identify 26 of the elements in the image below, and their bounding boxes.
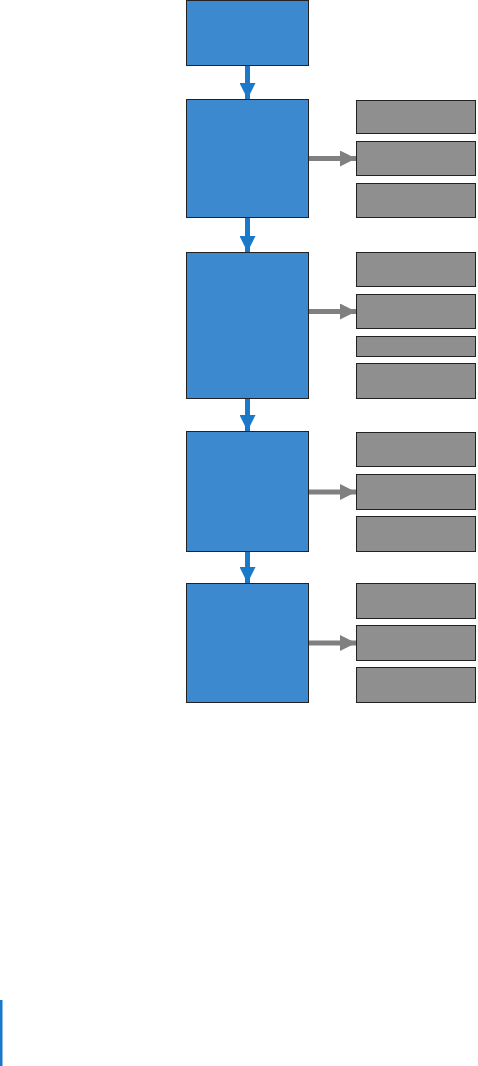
arrow — [309, 635, 356, 651]
arrow — [239, 399, 256, 431]
arrow — [309, 484, 356, 500]
arrow — [309, 303, 356, 320]
item-box — [356, 474, 476, 510]
item-box — [356, 183, 476, 218]
arrow — [239, 218, 256, 252]
item-box — [356, 363, 476, 399]
item-box — [356, 516, 476, 552]
item-box — [356, 294, 476, 329]
process-box — [186, 0, 309, 66]
process-box — [186, 99, 309, 218]
arrow — [309, 150, 356, 167]
item-box — [356, 432, 476, 467]
arrow — [239, 552, 256, 583]
item-box — [356, 625, 476, 661]
item-box — [356, 100, 476, 134]
item-box — [356, 252, 476, 287]
process-box — [186, 431, 309, 552]
item-box — [356, 583, 476, 619]
item-box — [356, 141, 476, 176]
item-box — [356, 667, 476, 703]
item-box — [356, 336, 476, 357]
process-box — [186, 252, 309, 399]
process-box — [186, 583, 309, 703]
arrow — [239, 66, 256, 99]
